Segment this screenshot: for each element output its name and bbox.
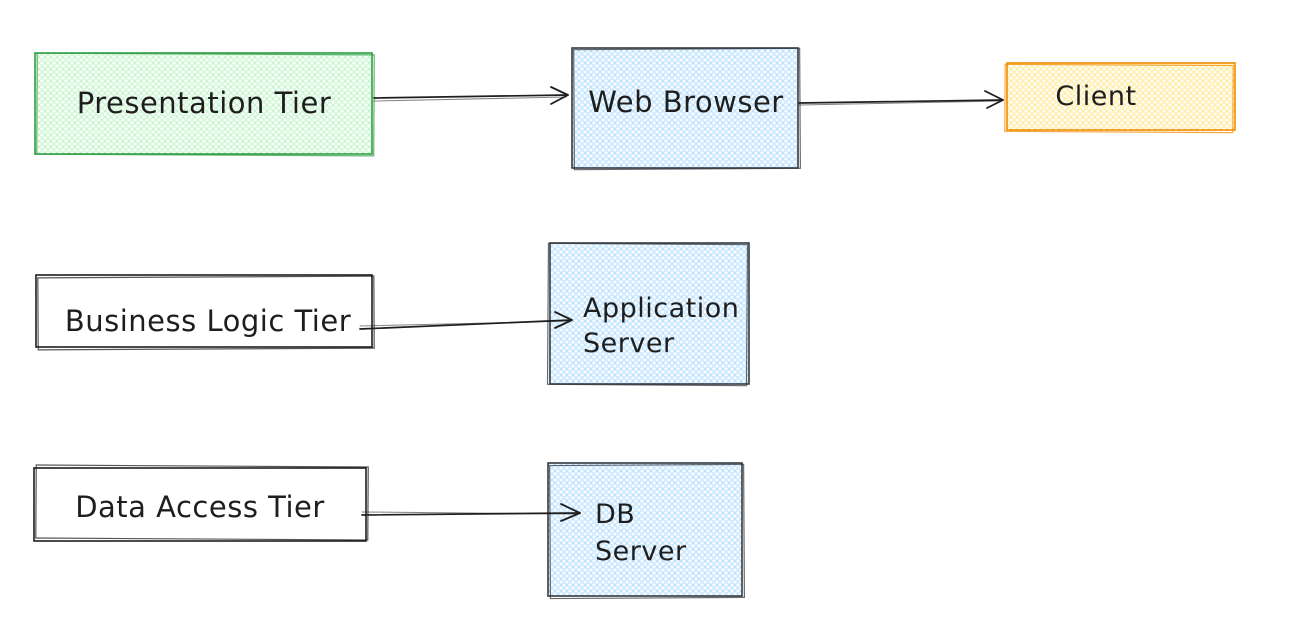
node-label: Client: [1055, 81, 1136, 112]
node-db-server: DB Server: [547, 462, 746, 600]
node-label: DB: [595, 499, 635, 530]
node-presentation-tier: Presentation Tier: [34, 52, 375, 157]
arrowhead-icon: [984, 90, 1004, 109]
arrowhead-icon: [560, 503, 581, 522]
arrow-data-access-to-db-server: [361, 503, 581, 522]
node-label: Presentation Tier: [77, 86, 332, 120]
node-client: Client: [1004, 62, 1236, 134]
node-label: Web Browser: [588, 85, 783, 119]
node-business-logic-tier: Business Logic Tier: [35, 274, 375, 351]
node-label: Application: [583, 293, 739, 324]
node-label: Business Logic Tier: [65, 304, 351, 338]
node-label: Server: [595, 536, 687, 567]
node-web-browser: Web Browser: [571, 47, 801, 171]
arrowhead-icon: [554, 311, 573, 329]
node-application-server: Application Server: [546, 242, 750, 387]
node-label: Server: [583, 328, 675, 359]
arrow-business-logic-to-application-server: [359, 311, 573, 330]
node-data-access-tier: Data Access Tier: [33, 464, 369, 542]
arrow-web-browser-to-client: [798, 90, 1004, 109]
arrowhead-icon: [550, 86, 569, 105]
node-label: Data Access Tier: [75, 490, 325, 524]
arrow-presentation-to-web-browser: [373, 86, 569, 105]
